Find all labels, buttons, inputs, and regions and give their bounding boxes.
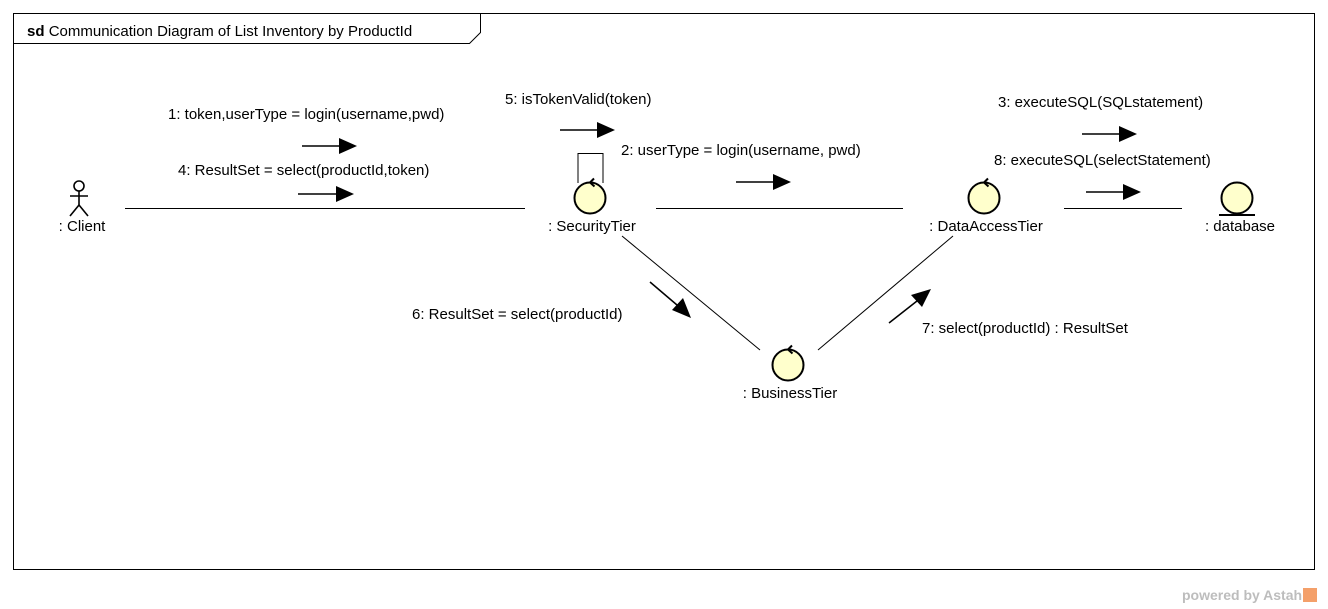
business-tier-control-icon xyxy=(771,344,805,382)
business-tier-label: : BusinessTier xyxy=(743,385,837,402)
message-arrow-8 xyxy=(1086,184,1141,200)
message-label-4: 4: ResultSet = select(productId,token) xyxy=(178,162,429,179)
client-actor xyxy=(69,180,89,217)
message-arrow-2 xyxy=(736,174,791,190)
message-arrow-6 xyxy=(649,281,691,318)
link-security-business xyxy=(621,235,761,351)
frame-title-tab xyxy=(13,13,481,44)
astah-watermark: powered by Astah xyxy=(1182,587,1318,603)
message-arrow-5 xyxy=(560,122,615,138)
diagram-frame xyxy=(13,13,1315,570)
message-label-6: 6: ResultSet = select(productId) xyxy=(412,306,623,323)
message-arrow-1 xyxy=(302,138,357,154)
link-business-dataaccess xyxy=(817,235,954,351)
data-access-tier-label: : DataAccessTier xyxy=(929,218,1043,235)
message-label-8: 8: executeSQL(selectStatement) xyxy=(994,152,1211,169)
message-arrow-4 xyxy=(298,186,354,202)
message-label-5: 5: isTokenValid(token) xyxy=(505,91,651,108)
client-label: : Client xyxy=(59,218,107,235)
security-tier-label: : SecurityTier xyxy=(548,218,636,235)
astah-logo-icon xyxy=(1303,588,1318,602)
database-entity-icon xyxy=(1219,181,1255,216)
security-tier-control-icon xyxy=(573,177,607,215)
data-access-tier-control-icon xyxy=(967,177,1001,215)
message-label-1: 1: token,userType = login(username,pwd) xyxy=(168,106,444,123)
message-label-2: 2: userType = login(username, pwd) xyxy=(621,142,861,159)
message-label-7: 7: select(productId) : ResultSet xyxy=(922,320,1129,337)
message-arrow-7 xyxy=(888,289,931,324)
frame-title: sd Communication Diagram of List Invento… xyxy=(27,23,412,40)
self-link-security xyxy=(577,153,604,183)
message-label-3: 3: executeSQL(SQLstatement) xyxy=(998,94,1203,111)
database-label: : database xyxy=(1205,218,1275,235)
message-arrow-3 xyxy=(1082,126,1137,142)
